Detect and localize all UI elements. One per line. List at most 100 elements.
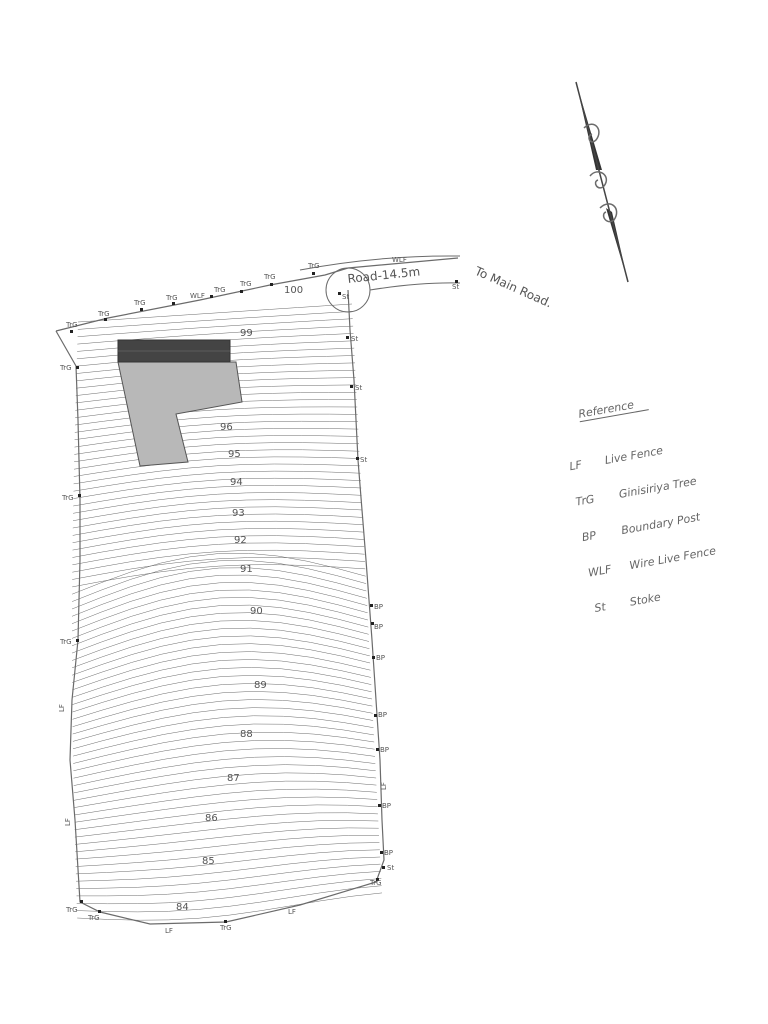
contour-line: [72, 715, 374, 750]
mark-label: LF: [58, 704, 66, 712]
mark-point: [338, 292, 341, 295]
contour-line: [74, 780, 377, 808]
contour-line: [72, 627, 370, 669]
contour-line: [76, 878, 382, 905]
contour-line: [73, 470, 361, 492]
mark-label: LF: [288, 908, 296, 916]
north-arrow-icon: [575, 81, 629, 283]
mark-label: BP: [374, 623, 383, 631]
contour-line: [72, 691, 373, 727]
contour-line: [74, 420, 358, 440]
contour-line: [72, 535, 364, 558]
mark-label: LF: [165, 927, 173, 935]
mark-label: TrG: [219, 924, 232, 932]
contour-line: [72, 549, 365, 573]
mark-point: [374, 714, 377, 717]
contour-line: [77, 892, 383, 921]
legend-meaning: Live Fence: [604, 444, 664, 467]
building: [117, 339, 243, 467]
contour-line: [74, 796, 378, 823]
mark-point: [455, 280, 458, 283]
mark-label: St: [452, 283, 459, 291]
contour-line: [73, 463, 361, 485]
legend-title-underline: [579, 409, 649, 423]
mark-point: [172, 302, 175, 305]
contour-line: [74, 442, 360, 463]
contour-line: [72, 528, 364, 551]
mark-point: [240, 290, 243, 293]
legend-meaning: Wire Live Fence: [628, 544, 717, 572]
mark-point: [70, 330, 73, 333]
mark-point: [76, 366, 79, 369]
contour-line: [74, 406, 358, 426]
mark-point: [270, 283, 273, 286]
contour-label: 84: [176, 902, 189, 913]
contour-line: [73, 492, 362, 514]
contour-line: [72, 683, 373, 720]
road-edge-upper: [299, 255, 461, 271]
mark-point: [210, 295, 213, 298]
legend-code: BP: [581, 529, 598, 544]
contour-label: 95: [228, 449, 241, 460]
mark-point: [350, 385, 353, 388]
mark-point: [98, 910, 101, 913]
contour-line: [74, 435, 359, 455]
contour-line: [72, 520, 364, 543]
mark-point: [371, 622, 374, 625]
mark-label: TrG: [213, 286, 226, 294]
contour-line: [72, 699, 373, 735]
boundary-marks: TrG TrG TrG WLF TrG TrG TrG TrG WLF St S…: [58, 256, 459, 935]
mark-point: [224, 920, 227, 923]
mark-label: TrG: [263, 273, 276, 281]
contour-line: [72, 667, 372, 705]
road-turning-circle: [325, 267, 371, 313]
mark-label: TrG: [97, 310, 110, 318]
contour-label: 85: [202, 856, 215, 867]
contour-line: [74, 812, 378, 838]
mark-label: BP: [380, 746, 389, 754]
mark-label: TrG: [61, 494, 74, 502]
contour-label: 94: [230, 477, 243, 488]
contour-line: [72, 553, 366, 595]
mark-label: BP: [382, 802, 391, 810]
mark-label: St: [360, 456, 367, 464]
mark-label: TrG: [65, 321, 78, 329]
contour-line: [72, 560, 367, 602]
contour-line: [72, 643, 371, 683]
contour-line: [77, 311, 353, 330]
contour-line: [72, 620, 370, 661]
mark-point: [346, 336, 349, 339]
contour-line: [73, 449, 360, 470]
mark-label: TrG: [65, 906, 78, 914]
contour-line: [73, 772, 377, 801]
contour-line: [77, 303, 353, 323]
mark-point: [78, 494, 81, 497]
contour-line: [71, 597, 368, 639]
contour-line: [76, 871, 381, 897]
mark-label: TrG: [59, 638, 72, 646]
mark-label: TrG: [239, 280, 252, 288]
contour-line: [77, 318, 353, 337]
contour-label: 92: [234, 535, 247, 546]
mark-label: St: [387, 864, 394, 872]
mark-label: BP: [384, 849, 393, 857]
contour-line: [71, 574, 367, 617]
mark-point: [382, 866, 385, 869]
contour-line: [76, 885, 382, 913]
legend-code: St: [593, 600, 607, 615]
contour-label: 89: [254, 680, 267, 691]
contour-label: 96: [220, 422, 233, 433]
contour-line: [73, 748, 376, 779]
mark-label: BP: [378, 711, 387, 719]
contour-line: [74, 804, 378, 830]
contour-line: [72, 499, 363, 521]
legend-code: WLF: [587, 563, 613, 580]
contour-line: [75, 827, 379, 853]
contour-line: [73, 485, 362, 507]
legend-meaning: Ginisiriya Tree: [618, 474, 698, 500]
contour-line: [71, 604, 369, 647]
mark-label: WLF: [190, 292, 205, 300]
mark-label: BP: [374, 603, 383, 611]
contour-line: [76, 863, 381, 889]
mark-label: LF: [64, 818, 72, 826]
